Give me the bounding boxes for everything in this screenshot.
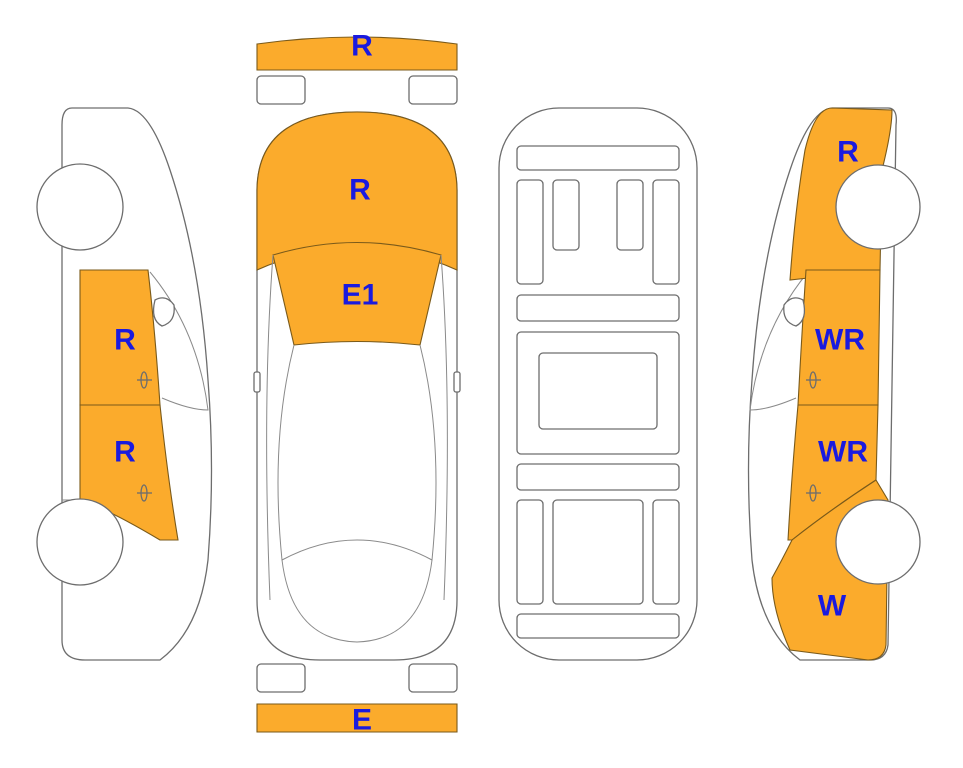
right-side-view: R WR WR W — [747, 107, 921, 661]
right-rear-quarter-label: W — [818, 590, 847, 623]
right-front-handle-icon — [806, 371, 821, 389]
left-side-view: R R — [36, 107, 213, 661]
left-mirror — [152, 297, 175, 327]
interior-center-panel — [538, 352, 658, 430]
right-front-door-label: WR — [815, 324, 865, 357]
rear-window-outline — [281, 559, 433, 643]
left-rear-wheel — [36, 498, 124, 586]
interior-front-seat-right — [616, 179, 644, 251]
interior-rear-center-panel — [552, 499, 644, 605]
right-front-fender-label: R — [837, 136, 859, 169]
right-rear-wheel — [835, 499, 921, 585]
left-top-mirror — [253, 371, 261, 393]
windshield-label: E1 — [342, 279, 379, 312]
left-rear-door-label: R — [114, 436, 136, 469]
interior-front-strip — [516, 145, 680, 171]
interior-rear-left-panel — [516, 499, 544, 605]
interior-front-seat-left — [552, 179, 580, 251]
rear-bumper-damage — [256, 703, 458, 733]
right-front-wheel — [835, 164, 921, 250]
rear-bumper-label: E — [352, 704, 372, 737]
interior-front-left-panel — [516, 179, 544, 285]
rear-left-light — [256, 663, 306, 693]
interior-rear-right-panel — [652, 499, 680, 605]
interior-view — [498, 107, 698, 661]
front-bumper-damage — [256, 36, 458, 71]
interior-back-strip — [516, 613, 680, 639]
interior-mid-strip — [516, 294, 680, 322]
right-pillar-line — [440, 254, 448, 601]
right-top-mirror — [453, 371, 461, 393]
left-front-wheel — [36, 163, 124, 251]
right-mirror — [783, 297, 806, 327]
front-right-light — [408, 75, 458, 105]
rear-right-light — [408, 663, 458, 693]
left-pillar-line — [266, 254, 274, 601]
front-bumper-label: R — [351, 30, 373, 63]
top-view: R R E1 E — [253, 30, 461, 737]
roof-outline — [277, 344, 437, 561]
hood-label: R — [349, 174, 371, 207]
right-rear-door-label: WR — [818, 436, 868, 469]
right-rear-handle-icon — [806, 484, 821, 502]
interior-rear-strip — [516, 463, 680, 491]
interior-front-right-panel — [652, 179, 680, 285]
left-front-door-label: R — [114, 324, 136, 357]
front-left-light — [256, 75, 306, 105]
left-front-handle-icon — [137, 371, 152, 389]
left-rear-handle-icon — [137, 484, 152, 502]
